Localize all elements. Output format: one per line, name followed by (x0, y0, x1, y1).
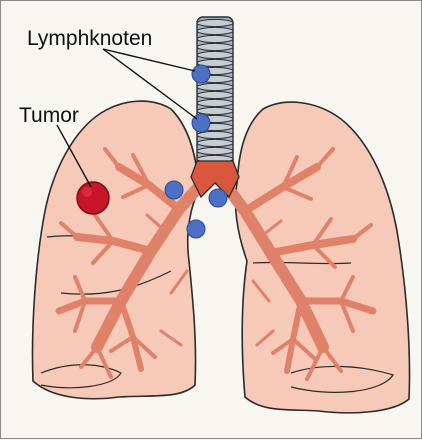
lymph-nodes-label: Lymphknoten (27, 27, 152, 50)
trachea-ring (197, 51, 233, 58)
left-lung (235, 102, 409, 413)
lymph-node (209, 189, 227, 207)
trachea (197, 17, 233, 167)
lymph-node (165, 181, 183, 199)
trachea-ring (197, 91, 233, 98)
trachea-ring (197, 99, 233, 106)
trachea-ring (197, 43, 233, 50)
tumor (77, 182, 109, 214)
right-lung (33, 101, 200, 399)
trachea-ring (197, 131, 233, 138)
trachea-ring (197, 19, 233, 26)
trachea-ring (197, 27, 233, 34)
trachea-ring (197, 107, 233, 114)
tumor-label: Tumor (19, 104, 79, 127)
lymph-node (192, 65, 210, 83)
trachea-ring (197, 83, 233, 90)
lymph-node (187, 220, 205, 238)
trachea-ring (197, 147, 233, 154)
trachea-ring (197, 139, 233, 146)
trachea-ring (197, 35, 233, 42)
